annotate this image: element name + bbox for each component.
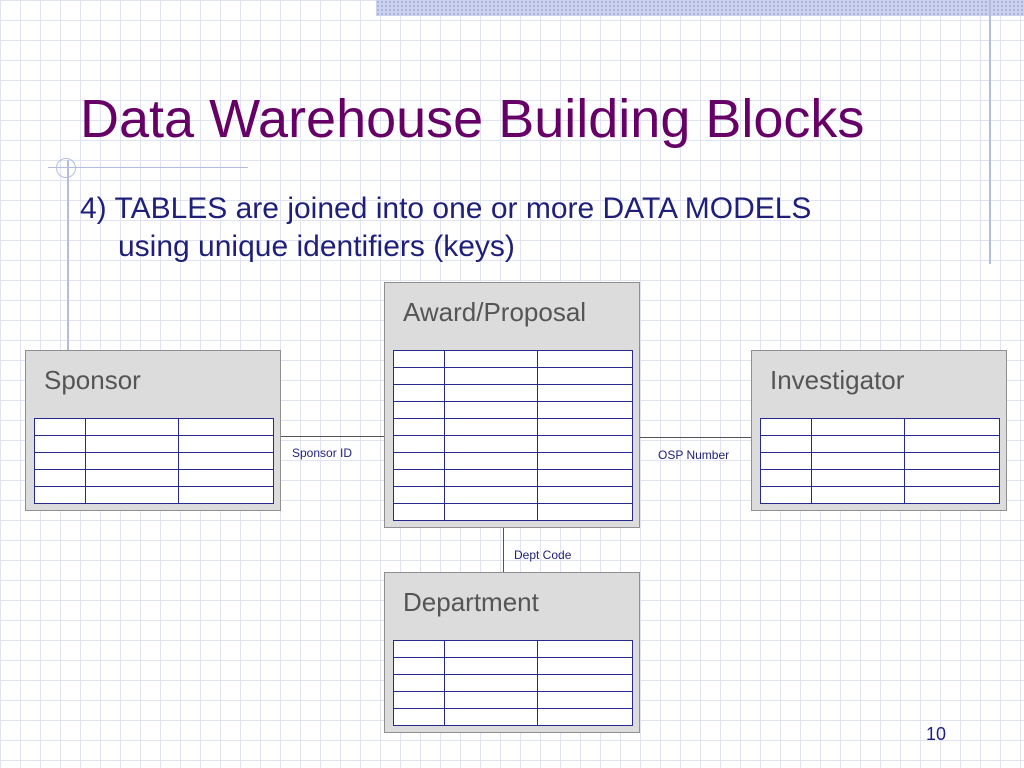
slide-title: Data Warehouse Building Blocks [80, 89, 865, 149]
entity-label-department: Department [403, 587, 539, 617]
connector-award-department [503, 528, 504, 572]
table-investigator [760, 418, 1000, 504]
entity-label-sponsor: Sponsor [44, 365, 141, 395]
page-number: 10 [925, 724, 946, 744]
decorative-circle [56, 158, 76, 178]
table-department [393, 640, 633, 726]
table-sponsor [34, 418, 274, 504]
entity-investigator: Investigator [751, 350, 1007, 511]
decorative-top-band [376, 0, 1024, 16]
connector-label-dept-code: Dept Code [514, 548, 572, 562]
bullet-line-1: 4) TABLES are joined into one or more DA… [80, 192, 812, 225]
connector-label-sponsor-id: Sponsor ID [292, 446, 353, 460]
connector-award-investigator [640, 437, 751, 438]
entity-department: Department [384, 572, 640, 733]
bullet-text: 4) TABLES are joined into one or more DA… [80, 190, 920, 266]
connector-sponsor-award [281, 436, 384, 437]
entity-sponsor: Sponsor [25, 350, 281, 511]
table-award-proposal [393, 350, 633, 521]
title-underline [48, 167, 248, 168]
entity-label-award-proposal: Award/Proposal [403, 297, 587, 327]
decorative-vertical-line-left [67, 160, 69, 350]
bullet-line-2: using unique identifiers (keys) [118, 230, 515, 263]
connector-label-osp-number: OSP Number [658, 448, 730, 462]
entity-label-investigator: Investigator [770, 365, 905, 395]
decorative-vertical-line-right [989, 0, 991, 264]
entity-award-proposal: Award/Proposal [384, 282, 640, 528]
